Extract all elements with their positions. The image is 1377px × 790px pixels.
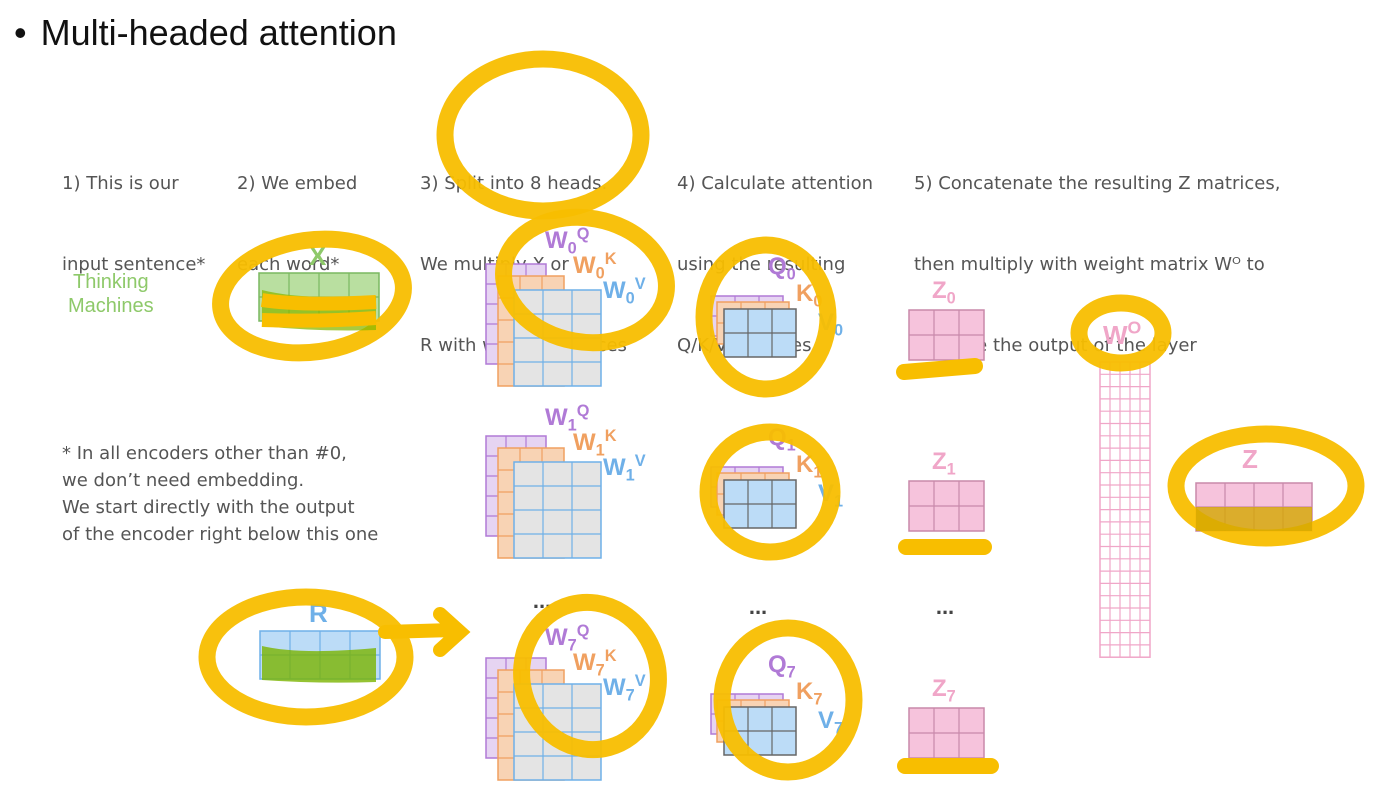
title-text: Multi-headed attention xyxy=(40,12,397,53)
x-label: X xyxy=(309,241,327,271)
wq-label-2: W7Q xyxy=(545,622,589,654)
z-label-2: Z7 xyxy=(932,675,956,705)
wv-label-0: W0V xyxy=(603,275,646,307)
wq-label-1: W1Q xyxy=(545,402,589,434)
w-stack-1-v xyxy=(513,461,602,559)
step-5-line-1: 5) Concatenate the resulting Z matrices, xyxy=(914,173,1281,194)
highlight-qkv7 xyxy=(713,619,863,781)
highlight-z-fill xyxy=(1196,507,1312,531)
footnote-line-2: we don’t need embedding. xyxy=(62,470,305,491)
footnote-line-4: of the encoder right below this one xyxy=(62,524,379,545)
footnote-line-3: We start directly with the output xyxy=(62,497,355,518)
highlight-w0 xyxy=(495,208,675,352)
highlight-qkv0 xyxy=(695,236,837,398)
step-4-line-1: 4) Calculate attention xyxy=(677,173,874,194)
highlight-step3 xyxy=(436,50,650,220)
step-5-text: 5) Concatenate the resulting Z matrices,… xyxy=(914,116,1280,386)
highlight-r-fill xyxy=(262,646,376,683)
wv-label-1: W1V xyxy=(603,452,646,484)
v-matrix-0 xyxy=(723,308,797,358)
q-label-2: Q7 xyxy=(768,651,796,681)
highlight-z0-underline xyxy=(896,358,983,380)
k-label-0: K0 xyxy=(796,280,822,310)
step-1-text: 1) This is our input sentence* xyxy=(62,116,205,305)
input-word-1: Thinking xyxy=(73,271,149,293)
highlight-r xyxy=(198,588,414,726)
highlight-qkv1 xyxy=(699,423,841,561)
highlight-arrow xyxy=(378,607,471,657)
wo-matrix xyxy=(1099,361,1151,658)
v-matrix-1 xyxy=(723,479,797,529)
slide-title: • Multi-headed attention xyxy=(14,12,397,54)
highlight-x xyxy=(212,230,412,362)
input-sentence: Thinking Machines xyxy=(68,270,154,318)
v-label-2: V7 xyxy=(818,707,843,737)
wv-label-2: W7V xyxy=(603,672,646,704)
step-1-line-2: input sentence* xyxy=(62,254,206,275)
highlight-z xyxy=(1167,425,1365,547)
highlight-w7 xyxy=(513,593,667,759)
k-label-2: K7 xyxy=(796,678,822,708)
highlight-x-stroke xyxy=(260,293,377,328)
ellipsis-2: ... xyxy=(936,594,954,619)
z-label-0: Z0 xyxy=(932,277,956,307)
ellipsis-1: ... xyxy=(749,594,767,619)
bullet-icon: • xyxy=(14,12,27,53)
wk-label-1: W1K xyxy=(573,427,617,459)
step-2-line-1: 2) We embed xyxy=(237,173,358,194)
z-matrix-2 xyxy=(908,707,985,759)
z-matrix-0 xyxy=(908,309,985,361)
highlight-wo xyxy=(1070,294,1172,372)
step-1-line-1: 1) This is our xyxy=(62,173,179,194)
footnote: * In all encoders other than #0, we don’… xyxy=(62,440,378,548)
q-label-0: Q0 xyxy=(768,253,796,283)
wo-label: WO xyxy=(1103,318,1141,350)
k-label-1: K1 xyxy=(796,451,822,481)
wk-label-2: W7K xyxy=(573,647,617,679)
step-5-line-2: then multiply with weight matrix Wᴼ to xyxy=(914,254,1265,275)
z-matrix-1 xyxy=(908,480,985,532)
wq-label-0: W0Q xyxy=(545,225,589,257)
z-label-1: Z1 xyxy=(932,448,956,478)
footnote-line-1: * In all encoders other than #0, xyxy=(62,443,347,464)
input-word-2: Machines xyxy=(68,295,154,317)
z-concat-label: Z xyxy=(1242,444,1258,474)
wk-label-0: W0K xyxy=(573,250,617,282)
